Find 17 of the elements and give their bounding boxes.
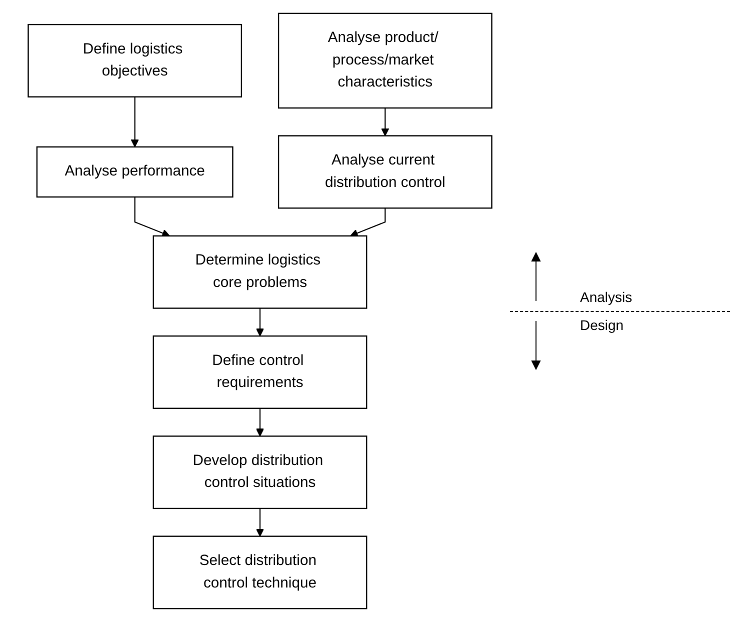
section-label: Analysis (580, 289, 632, 305)
arrow (130, 96, 139, 148)
node-box: Develop distribution control situations (152, 436, 368, 510)
node-box: Analyse performance (36, 146, 234, 198)
node-box: Define logistics objectives (28, 24, 242, 98)
arrow (256, 508, 264, 537)
node-box: Analyse current distribution control (278, 135, 492, 209)
arrow (134, 196, 170, 237)
node-box: Analyse product/ process/market characteristics (278, 12, 492, 109)
arrow (350, 208, 386, 237)
node-box: Select distribution control technique (152, 536, 368, 610)
arrow (381, 108, 390, 136)
arrow (256, 308, 264, 336)
section-label: Design (580, 317, 624, 333)
arrow (256, 408, 264, 437)
node-box: Define control requirements (152, 335, 368, 409)
node-box: Determine logistics core problems (152, 235, 368, 309)
